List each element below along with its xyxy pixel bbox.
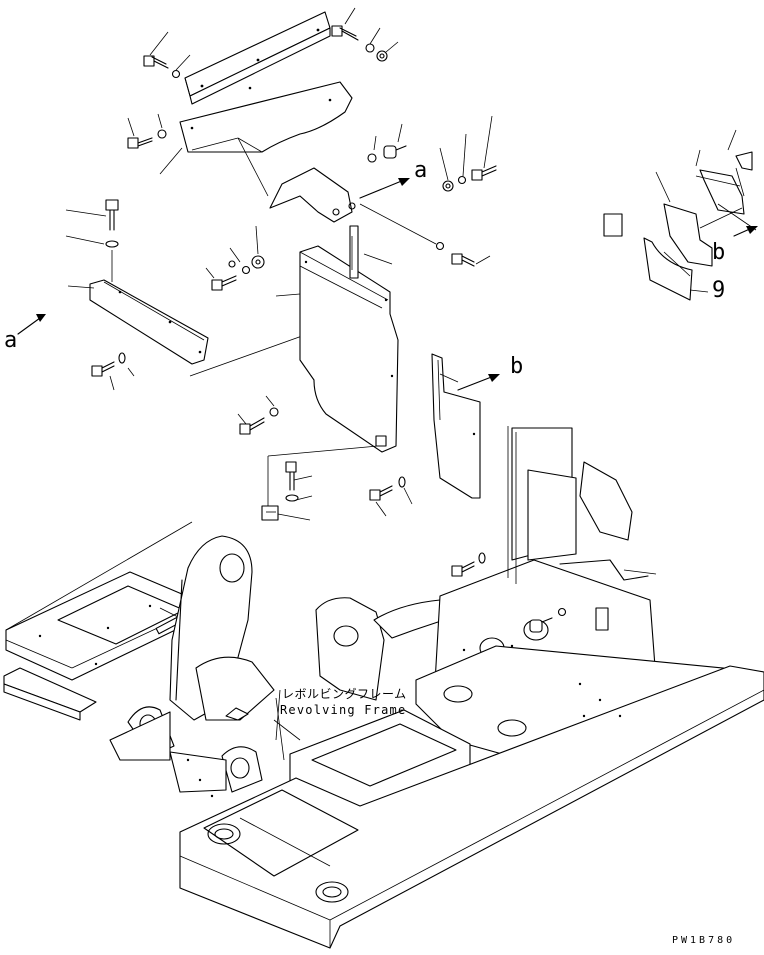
bolt-panel-lower — [237, 395, 279, 435]
bolt-left-vertical — [65, 199, 119, 289]
top-bracket-plate — [184, 11, 331, 105]
bolt-top-left — [143, 31, 191, 79]
bolt-top-right — [331, 7, 399, 62]
bolt-cover-left — [127, 113, 183, 175]
vertical-bar — [349, 225, 359, 279]
right-vertical-panel — [431, 353, 481, 499]
arrow-to-a-right — [359, 178, 410, 199]
bolt-right-panel — [369, 476, 413, 517]
arrow-to-a-left — [17, 314, 46, 335]
callout-b-lower: b — [510, 354, 524, 379]
bolt-right-upper — [439, 115, 497, 192]
center-bracket — [237, 137, 356, 223]
revolving-frame — [3, 426, 764, 949]
mount-clip — [261, 445, 379, 521]
deck-fastener-dots — [38, 604, 622, 798]
bolt-left-lower — [91, 352, 135, 391]
arrow-to-b-lower — [457, 374, 500, 391]
inset-detail — [603, 129, 758, 301]
callout-b-upper: b — [712, 240, 726, 265]
caption-leader — [275, 697, 285, 761]
bolt-right-middle — [359, 203, 491, 267]
drawing-code: PW1B780 — [672, 935, 736, 946]
bolt-panel-left — [205, 225, 265, 291]
center-vertical-panel — [275, 245, 399, 453]
callout-9: 9 — [712, 278, 726, 303]
caption-japanese: レボルビングフレーム — [282, 687, 407, 701]
caption-english: Revolving Frame — [280, 703, 407, 717]
upper-cover-panel — [179, 81, 353, 153]
callout-a-left: a — [4, 328, 18, 353]
bolt-center-right — [367, 123, 407, 163]
callout-a-right: a — [414, 158, 428, 183]
